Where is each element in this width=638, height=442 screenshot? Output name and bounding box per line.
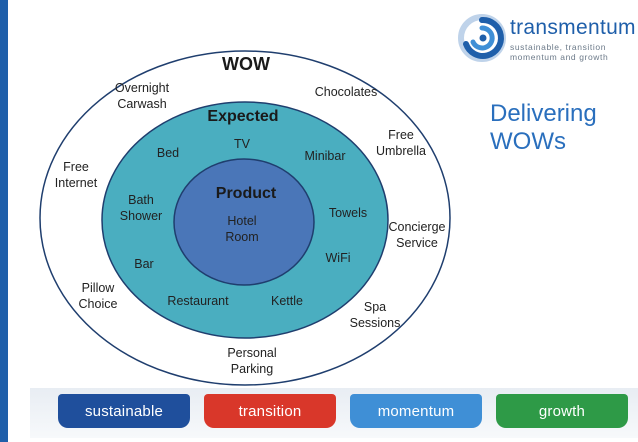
expected-item-tv: TV bbox=[234, 137, 250, 151]
footer-pill-growth: growth bbox=[496, 394, 628, 428]
expected-item-bed: Bed bbox=[156, 146, 180, 160]
product-item-hotel-room: Hotel Room bbox=[225, 214, 259, 244]
product-circle-title: Product bbox=[215, 185, 277, 202]
wow-item-free-umbrella: Free Umbrella bbox=[375, 128, 426, 158]
expected-item-kettle: Kettle bbox=[271, 294, 303, 308]
wow-item-concierge-service: Concierge Service bbox=[388, 220, 446, 250]
expected-item-bar: Bar bbox=[134, 257, 154, 271]
transmentum-logo: transmentum sustainable, transition mome… bbox=[458, 8, 636, 70]
slide-headline: Delivering WOWs bbox=[490, 100, 597, 155]
expected-item-bath-shower: Bath Shower bbox=[119, 193, 163, 223]
expected-item-towels: Towels bbox=[328, 206, 368, 220]
wow-item-chocolates: Chocolates bbox=[314, 85, 378, 99]
brand-tagline: sustainable, transition momentum and gro… bbox=[510, 42, 609, 62]
wow-item-pillow-choice: Pillow Choice bbox=[78, 281, 118, 311]
brand-name: transmentum bbox=[510, 16, 636, 39]
wow-item-spa-sessions: Spa Sessions bbox=[349, 300, 401, 330]
wow-item-personal-parking: Personal Parking bbox=[227, 346, 277, 376]
footer-pill-sustainable: sustainable bbox=[58, 394, 190, 428]
wow-item-free-internet: Free Internet bbox=[54, 160, 98, 190]
left-accent-bar bbox=[0, 0, 8, 442]
expected-circle-title: Expected bbox=[207, 108, 279, 125]
expected-item-wifi: WiFi bbox=[325, 251, 351, 265]
expected-item-restaurant: Restaurant bbox=[167, 294, 229, 308]
wow-item-overnight-carwash: Overnight Carwash bbox=[114, 81, 170, 111]
product-inner-circle bbox=[173, 158, 315, 286]
expected-item-minibar: Minibar bbox=[304, 149, 346, 163]
footer-pill-transition: transition bbox=[204, 394, 336, 428]
footer-pill-momentum: momentum bbox=[350, 394, 482, 428]
swirl-icon bbox=[458, 14, 506, 62]
wow-circle-title: WOW bbox=[222, 54, 270, 74]
